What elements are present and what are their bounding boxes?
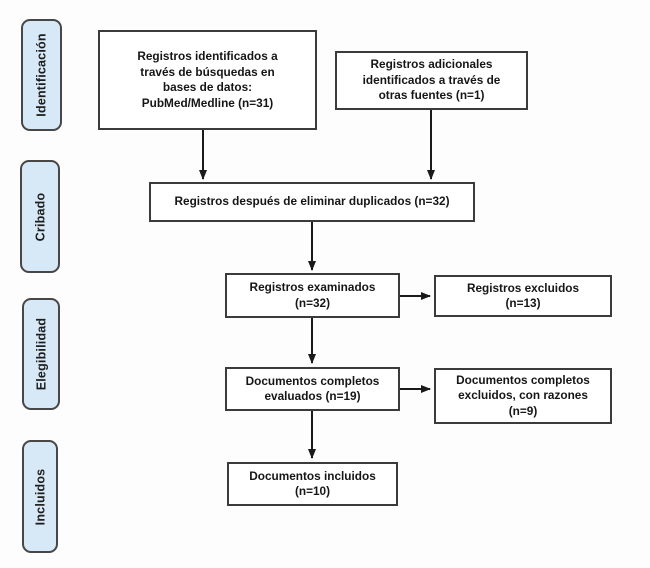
- node-additional-sources: Registros adicionales identificados a tr…: [335, 51, 528, 110]
- stage-label: Identificación: [34, 33, 49, 117]
- node-text-line: PubMed/Medline (n=31): [141, 95, 274, 110]
- node-fulltext-excluded: Documentos completos excluidos, con razo…: [434, 368, 612, 424]
- node-records-excluded: Registros excluidos (n=13): [434, 275, 612, 317]
- stage-label: Elegibilidad: [34, 317, 48, 391]
- node-text-line: Registros después de eliminar duplicados…: [174, 194, 450, 209]
- stage-label: Cribado: [33, 192, 47, 241]
- node-text-line: (n=10): [294, 484, 331, 498]
- node-text-line: (n=9): [508, 403, 538, 418]
- node-text-line: (n=32): [294, 295, 331, 310]
- node-text-line: evaluados (n=19): [264, 389, 361, 403]
- node-text-line: Registros excluidos: [466, 280, 580, 295]
- node-text-line: otras fuentes (n=1): [378, 88, 485, 103]
- node-text-line: Documentos incluidos: [249, 468, 376, 483]
- stage-identificacion: Identificación: [21, 19, 62, 131]
- node-text-line: bases de datos:: [162, 80, 253, 94]
- stage-elegibilidad: Elegibilidad: [22, 298, 60, 410]
- node-after-duplicates: Registros después de eliminar duplicados…: [149, 182, 475, 222]
- stage-incluidos: Incluidos: [22, 440, 58, 553]
- stage-cribado: Cribado: [20, 160, 60, 273]
- node-text-line: Documentos completos: [245, 373, 380, 388]
- node-identified-databases: Registros identificados a través de búsq…: [98, 30, 317, 130]
- node-text-line: Registros adicionales: [370, 57, 493, 72]
- node-text-line: excluidos, con razones: [458, 388, 588, 403]
- node-text-line: (n=13): [505, 296, 541, 310]
- node-fulltext-assessed: Documentos completos evaluados (n=19): [225, 367, 400, 411]
- node-text-line: Documentos completos: [456, 372, 590, 387]
- node-text-line: Registros identificados a: [137, 49, 278, 63]
- stage-label: Incluidos: [33, 468, 48, 525]
- node-text-line: identificados a través de: [362, 72, 501, 87]
- node-text-line: través de búsquedas en: [140, 64, 275, 79]
- node-text-line: Registros examinados: [249, 280, 376, 294]
- node-screened: Registros examinados (n=32): [225, 273, 400, 318]
- node-included: Documentos incluidos (n=10): [227, 462, 398, 506]
